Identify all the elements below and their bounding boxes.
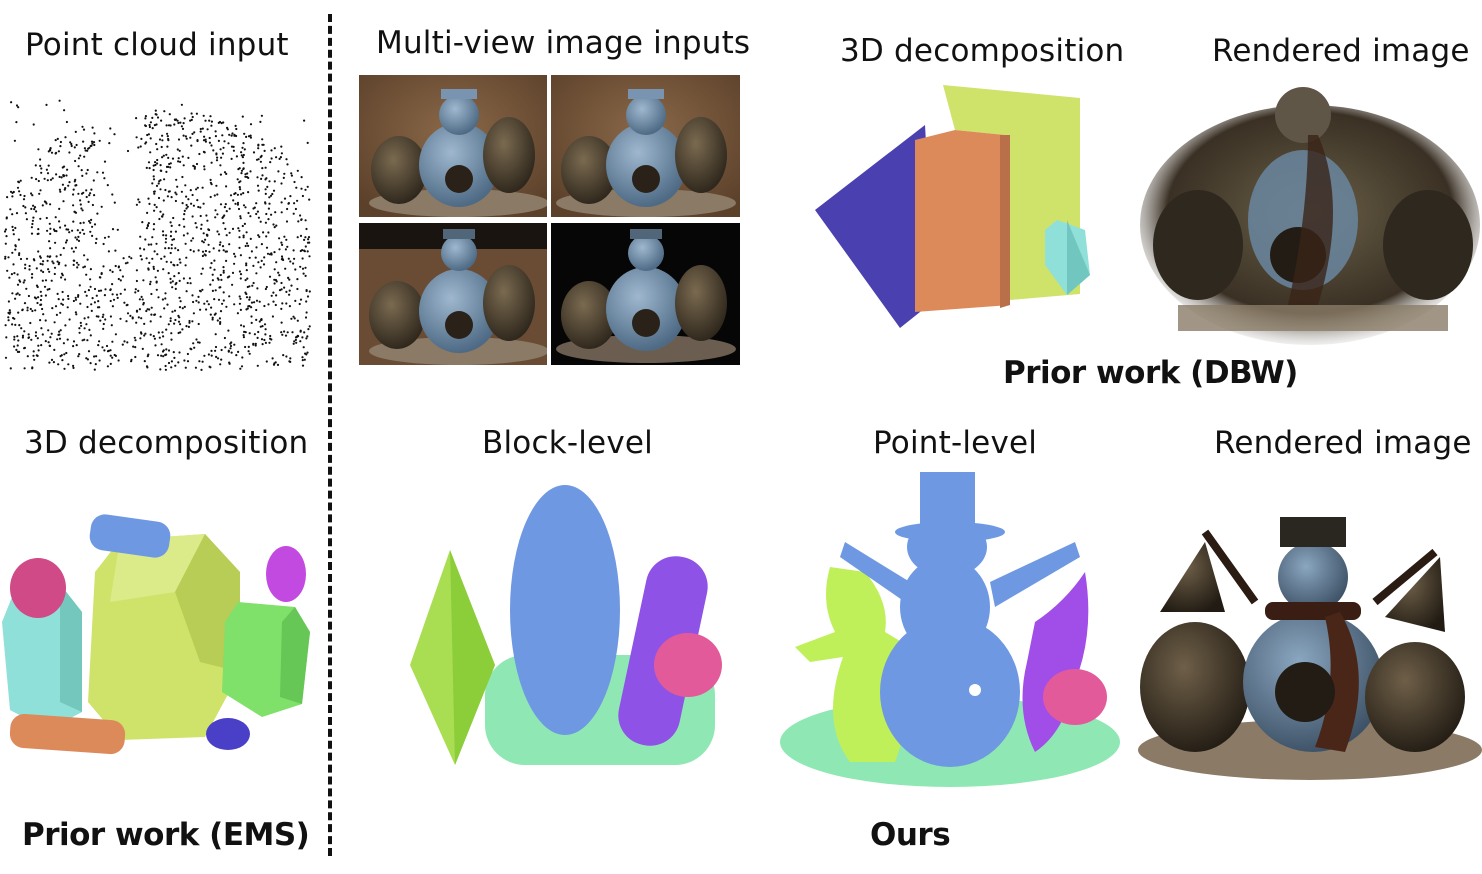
label-prior-work-dbw: Prior work (DBW) — [1003, 355, 1298, 391]
point-level-render — [780, 472, 1120, 787]
point-cloud-image — [3, 99, 311, 371]
block-level-render — [410, 485, 722, 765]
multiview-photo-3 — [359, 223, 547, 365]
multiview-photo-1 — [359, 75, 547, 217]
multiview-photo-4 — [551, 223, 740, 365]
label-3d-decomposition-top: 3D decomposition — [840, 33, 1125, 69]
dbw-decomposition-render — [815, 85, 1090, 328]
dashed-divider — [328, 14, 332, 856]
label-block-level: Block-level — [482, 425, 653, 461]
label-multi-view-inputs: Multi-view image inputs — [376, 25, 751, 61]
label-3d-decomposition-bottom: 3D decomposition — [24, 425, 309, 461]
dbw-rendered-image — [1138, 75, 1482, 345]
label-rendered-image-top: Rendered image — [1212, 33, 1470, 69]
label-rendered-image-bottom: Rendered image — [1214, 425, 1472, 461]
label-ours: Ours — [870, 817, 951, 853]
ours-rendered-image — [1135, 512, 1482, 782]
multiview-photo-2 — [551, 75, 740, 217]
label-prior-work-ems: Prior work (EMS) — [22, 817, 310, 853]
label-point-level: Point-level — [873, 425, 1038, 461]
ems-decomposition-render — [2, 514, 310, 755]
label-point-cloud-input: Point cloud input — [25, 27, 289, 63]
